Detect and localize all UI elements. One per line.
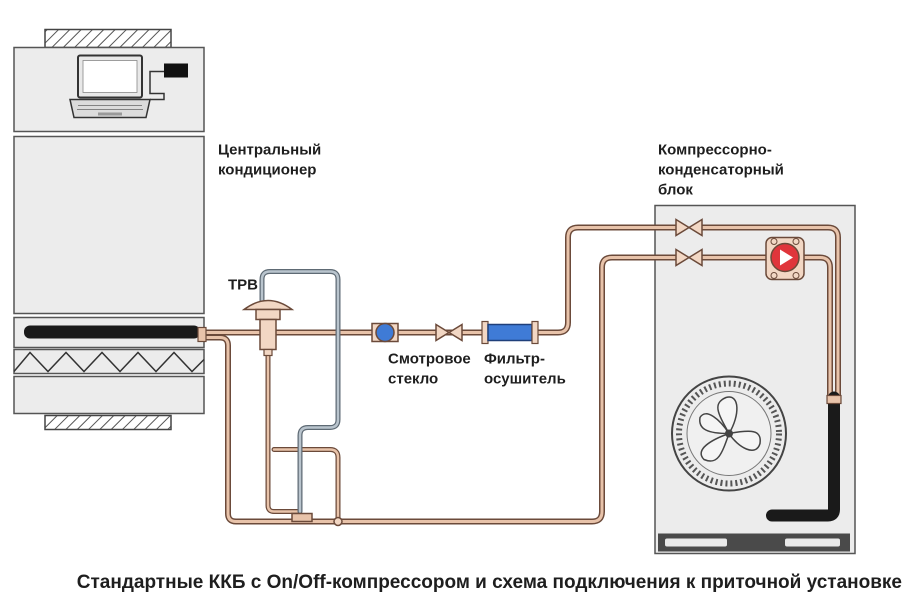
base-slot-left: [665, 538, 727, 547]
controller-cable: [149, 70, 165, 101]
ccu-label-line2: конденсаторный: [658, 162, 784, 179]
sight-glass-icon: [371, 322, 399, 343]
figure-caption: Стандартные ККБ с On/Off-компрессором и …: [76, 572, 902, 593]
coil-connector: [197, 326, 207, 343]
central-ac-unit: [13, 28, 205, 431]
ccu-label-line1: Компрессорно-: [658, 142, 772, 159]
condensing-unit-body: [654, 204, 856, 555]
base-slot-right: [785, 538, 840, 547]
bottom-mount-bracket: [44, 414, 172, 431]
filter-label-line1: Фильтр-: [484, 351, 545, 368]
condensing-unit: [654, 204, 856, 555]
ccu-label-line3: блок: [658, 182, 693, 199]
capillary: [260, 270, 340, 513]
unit-base: [658, 533, 850, 552]
evaporator-coil: [24, 325, 200, 339]
sight-glass-label-line2: стекло: [388, 371, 438, 388]
laptop-icon: [69, 54, 151, 119]
condenser-coil: [766, 391, 840, 522]
sight-glass-label-line1: Смотровое: [388, 351, 471, 368]
suction-line: [200, 256, 832, 523]
condenser-connector: [826, 394, 842, 405]
top-mount-bracket: [44, 28, 172, 49]
filter-label-line2: осушитель: [484, 371, 566, 388]
fan-section: [13, 135, 205, 315]
service-valve-top: [675, 218, 703, 237]
bottom-section: [13, 375, 205, 415]
trv-bulb: [291, 512, 313, 523]
expansion-valve-icon: [241, 299, 295, 357]
controller-icon: [164, 63, 188, 78]
compressor-icon: [765, 236, 805, 281]
fan-icon: [671, 375, 787, 492]
equalizer-line: [272, 318, 340, 521]
filter-zigzag: [13, 351, 205, 373]
trv-label: ТРВ: [228, 277, 258, 294]
trv-bulb-line: [266, 348, 300, 513]
trv-bulb-line-outline: [265, 347, 301, 514]
service-valve-bottom: [675, 248, 703, 267]
filter-drier-icon: [481, 320, 539, 345]
pipe-joint: [333, 516, 343, 527]
central-ac-label-line1: Центральный: [218, 142, 321, 159]
equalizer-line-outline: [271, 317, 341, 522]
valve-icon: [435, 323, 463, 342]
central-ac-label-line2: кондиционер: [218, 162, 316, 179]
